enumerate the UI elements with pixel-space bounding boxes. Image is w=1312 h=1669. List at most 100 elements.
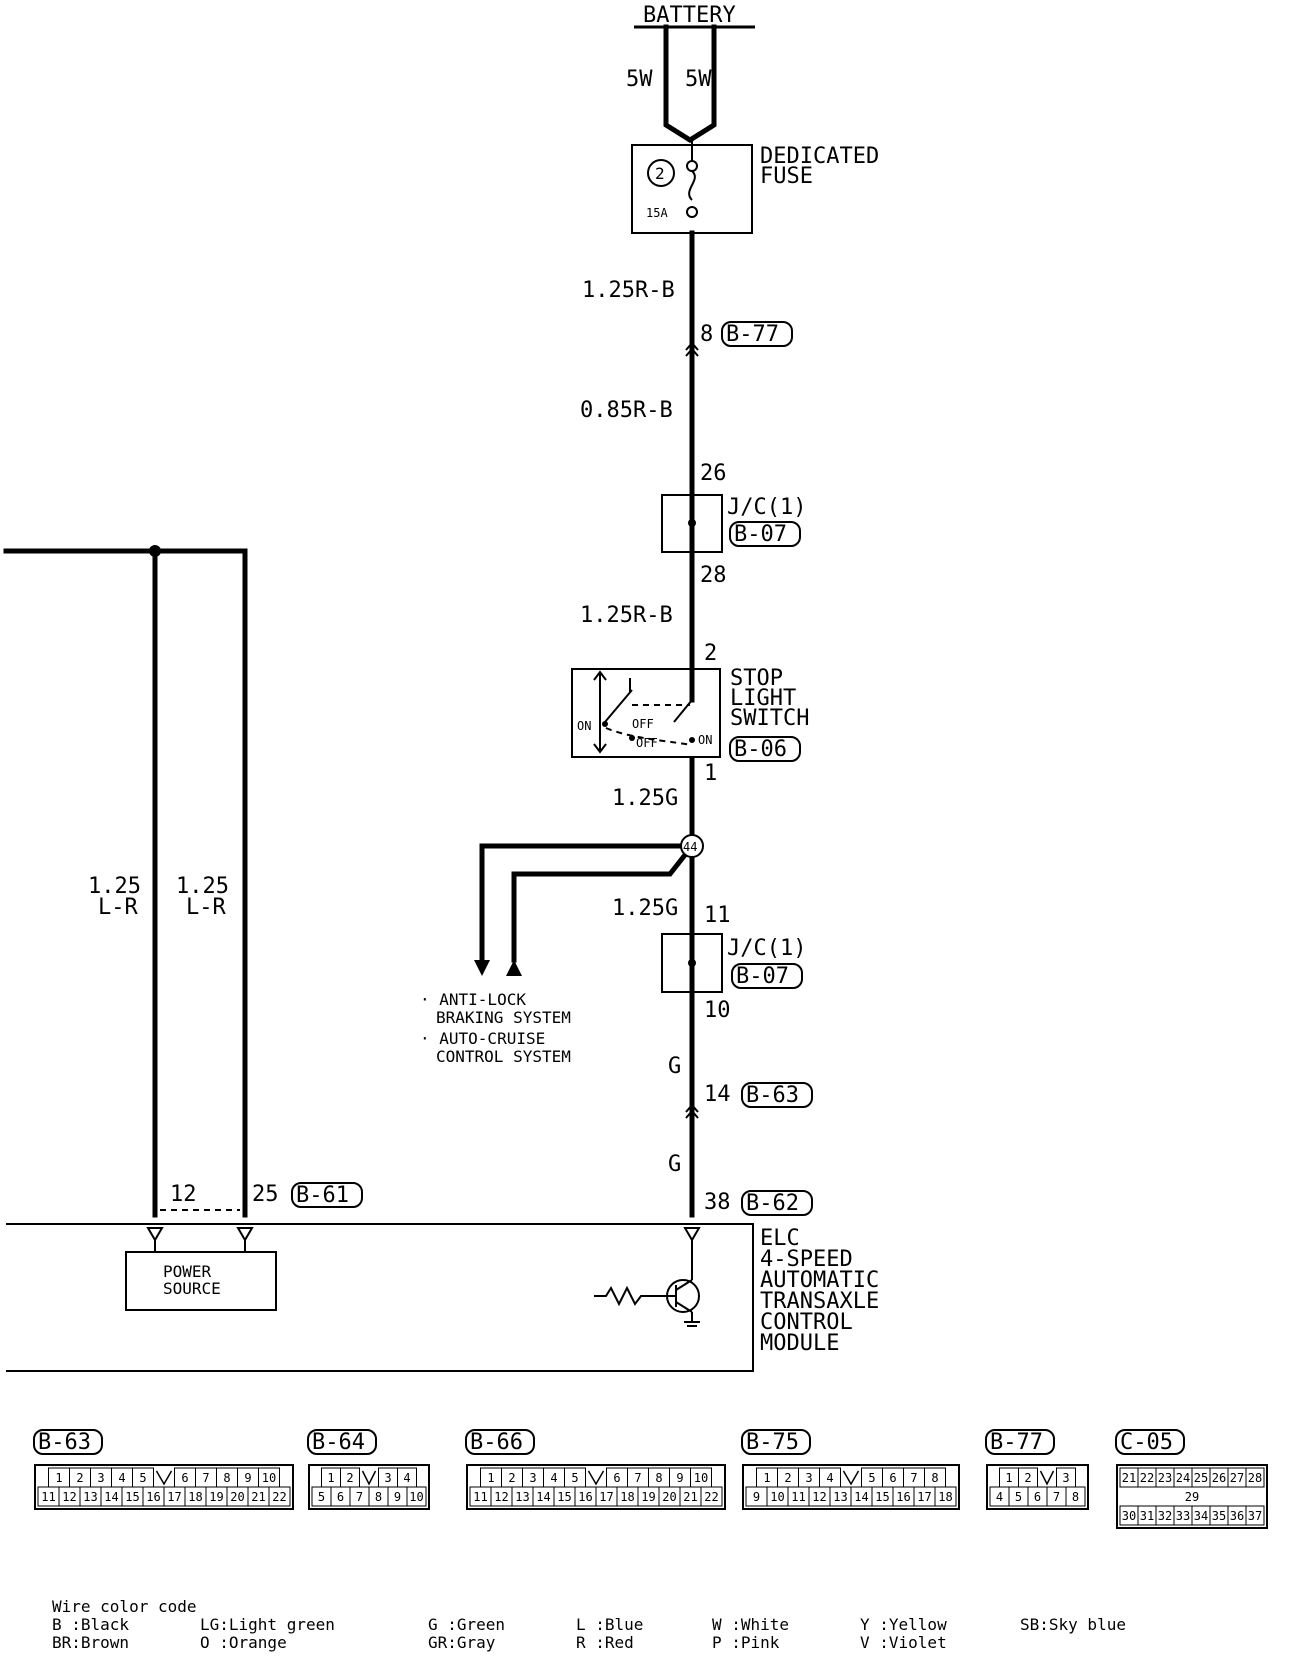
ground-icon <box>684 1321 700 1327</box>
stop-light-switch-linkage-lower <box>605 727 693 746</box>
face-pin-label: 7 <box>634 1471 641 1485</box>
wire-label-1: 1.25R-B <box>582 278 675 303</box>
face-pin-label: 4 <box>996 1490 1003 1504</box>
stop-light-switch-on-left: ON <box>577 719 591 733</box>
stop-light-switch-on-right-node <box>689 737 695 743</box>
transistor-collector <box>675 1279 693 1291</box>
face-pin-label: 29 <box>1185 1490 1199 1504</box>
face-pin-label: 1 <box>763 1471 770 1485</box>
face-pin-label: 21 <box>683 1490 697 1504</box>
face-pin-label: 36 <box>1230 1509 1244 1523</box>
face-pin-label: 9 <box>244 1471 251 1485</box>
face-pin-label: 28 <box>1248 1471 1262 1485</box>
face-tag-b-63 <box>33 1429 103 1455</box>
jc2-bottom-pin: 10 <box>704 998 731 1023</box>
face-tag-b-75 <box>741 1429 811 1455</box>
transistor-emitter <box>675 1301 693 1313</box>
face-pin-label: 10 <box>770 1490 784 1504</box>
stop-light-switch-contact-b <box>673 699 693 723</box>
face-label-b-75: B-75 <box>746 1430 799 1455</box>
face-cell <box>268 1486 291 1507</box>
left-wire-b-size: 1.25 <box>176 874 229 899</box>
battery-fusible-link-wires <box>663 24 717 143</box>
face-pin-label: 17 <box>599 1490 613 1504</box>
branch-wire-cruise <box>511 842 696 963</box>
face-tag-b-64 <box>307 1429 377 1455</box>
face-pin-label: 8 <box>375 1490 382 1504</box>
face-outline-b-63 <box>34 1464 294 1510</box>
face-pin-label: 34 <box>1194 1509 1208 1523</box>
face-pin-label: 15 <box>875 1490 889 1504</box>
stop-light-switch-on-left-node <box>602 721 608 727</box>
module-terminal-38-icon <box>683 1227 701 1242</box>
face-key-icon <box>587 1470 605 1486</box>
face-pin-label: 1 <box>327 1471 334 1485</box>
left-wire-b <box>3 548 248 1218</box>
face-pin-label: 31 <box>1140 1509 1154 1523</box>
jc1-connector-id: B-07 <box>734 522 787 547</box>
face-pin-label: 8 <box>655 1471 662 1485</box>
fuse-number-circle <box>647 159 675 187</box>
legend-title: Wire color code <box>52 1597 197 1616</box>
legend-violet: V :Violet <box>860 1633 947 1652</box>
stop-light-switch-connector-tag <box>729 736 801 762</box>
face-key-icon <box>842 1470 860 1486</box>
face-label-c-05: C-05 <box>1120 1430 1173 1455</box>
face-pin-label: 6 <box>337 1490 344 1504</box>
face-pin-label: 11 <box>791 1490 805 1504</box>
face-label-b-77: B-77 <box>990 1430 1043 1455</box>
b77-connector-id: B-77 <box>726 322 779 347</box>
b77-connector-tag <box>721 321 793 347</box>
legend-gray: GR:Gray <box>428 1633 496 1652</box>
face-pin-label: 27 <box>1230 1471 1244 1485</box>
face-pin-label: 9 <box>753 1490 760 1504</box>
legend-light-green: LG:Light green <box>200 1615 335 1634</box>
jc2-top-pin: 11 <box>704 903 731 928</box>
left-junction-node <box>149 545 161 557</box>
face-pin-label: 22 <box>1140 1471 1154 1485</box>
stop-light-switch-top-pin: 2 <box>704 641 717 666</box>
face-outline-b-64 <box>308 1464 430 1510</box>
module-terminal-25-icon <box>236 1227 254 1242</box>
module-label-line5: CONTROL <box>760 1310 853 1335</box>
module-terminal-12-icon <box>146 1227 164 1242</box>
face-pin-label: 4 <box>403 1471 410 1485</box>
branch-cruise-line1: · AUTO-CRUISE <box>420 1029 545 1048</box>
b61-pin-a: 12 <box>170 1182 197 1207</box>
face-pin-label: 25 <box>1194 1471 1208 1485</box>
legend-red: R :Red <box>576 1633 634 1652</box>
face-pin-label: 24 <box>1176 1471 1190 1485</box>
jc2-connector-tag <box>731 963 803 989</box>
b62-connector-tag <box>741 1190 813 1216</box>
face-pin-label: 14 <box>104 1490 118 1504</box>
branch-wire-abs <box>479 843 695 963</box>
face-pin-label: 6 <box>1034 1490 1041 1504</box>
stop-light-switch-contact-a <box>604 689 633 723</box>
module-label-line6: MODULE <box>760 1331 839 1356</box>
face-pin-label: 9 <box>394 1490 401 1504</box>
legend-orange: O :Orange <box>200 1633 287 1652</box>
legend-blue: L :Blue <box>576 1615 643 1634</box>
wire-label-7: G <box>668 1152 681 1177</box>
face-pin-label: 5 <box>571 1471 578 1485</box>
stop-light-switch-box <box>571 668 721 758</box>
left-wire-a-color: L-R <box>98 895 138 920</box>
wire-label-5: 1.25G <box>612 896 678 921</box>
legend-green: G :Green <box>428 1615 505 1634</box>
face-cell <box>1245 1467 1265 1488</box>
face-pin-label: 12 <box>494 1490 508 1504</box>
b61-connector-tag <box>291 1182 363 1208</box>
face-pin-label: 14 <box>854 1490 868 1504</box>
jc1-label: J/C(1) <box>727 495 806 520</box>
face-pin-label: 30 <box>1122 1509 1136 1523</box>
left-wire-b-color: L-R <box>186 895 226 920</box>
jc1-connector-tag <box>729 521 801 547</box>
legend-yellow: Y :Yellow <box>860 1615 947 1634</box>
b63-pin: 14 <box>704 1082 731 1107</box>
battery-label: BATTERY <box>643 3 736 28</box>
splice-circle <box>680 834 704 858</box>
fusible-link-right-rating: 5W <box>685 67 712 92</box>
module-label-line1: ELC <box>760 1226 800 1251</box>
face-pin-label: 18 <box>188 1490 202 1504</box>
